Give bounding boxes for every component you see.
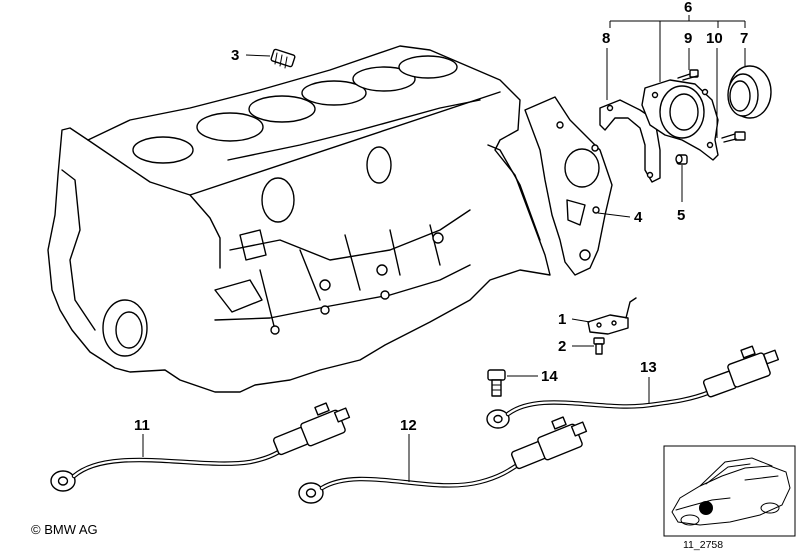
label-8: 8: [602, 30, 610, 47]
part-14-bolt[interactable]: [487, 369, 506, 397]
label-14: 14: [541, 368, 558, 385]
part-10-screw[interactable]: [721, 131, 746, 143]
part-12-knock-sensor[interactable]: [298, 416, 588, 504]
car-outline-icon: [671, 457, 791, 526]
label-5: 5: [677, 207, 685, 224]
copyright-notice: © BMW AG: [31, 522, 98, 537]
label-9: 9: [684, 30, 692, 47]
part-7-shaft-seal[interactable]: [727, 65, 772, 119]
label-4: 4: [634, 209, 643, 226]
part-labels: 1 2 3 4 5 6 7 8 9 10 11 12 13 14: [134, 0, 748, 434]
part-6-end-cover[interactable]: [641, 79, 719, 161]
label-2: 2: [558, 338, 566, 355]
leader-lines: [142, 15, 746, 482]
part-4-gasket[interactable]: [524, 96, 613, 276]
label-1: 1: [558, 311, 566, 328]
label-3: 3: [231, 47, 239, 64]
label-12: 12: [400, 417, 417, 434]
label-6: 6: [684, 0, 692, 16]
part-9-screw[interactable]: [677, 69, 699, 81]
engine-block: [47, 45, 551, 393]
diagram-reference-code: 11_2758: [683, 539, 724, 551]
part-2-bolt[interactable]: [593, 337, 605, 355]
part-1-bracket[interactable]: [587, 297, 637, 335]
part-13-knock-sensor[interactable]: [486, 345, 780, 429]
label-10: 10: [706, 30, 723, 47]
part-5-dowel-sleeve[interactable]: [675, 154, 688, 165]
label-7: 7: [740, 30, 748, 47]
label-11: 11: [134, 417, 150, 434]
engine-location-marker-icon: [699, 501, 713, 515]
vehicle-locator-inset: [663, 445, 796, 537]
part-11-knock-sensor[interactable]: [50, 402, 351, 492]
label-13: 13: [640, 359, 657, 376]
part-3-plug-screw[interactable]: [270, 48, 296, 69]
part-8-gasket-ring[interactable]: [599, 99, 661, 183]
